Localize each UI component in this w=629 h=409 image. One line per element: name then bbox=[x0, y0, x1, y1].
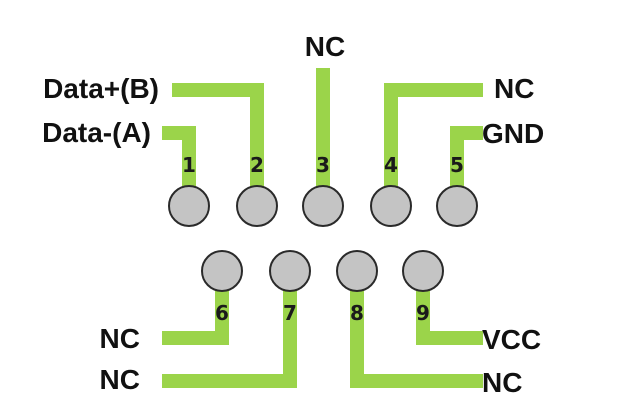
signal-label-pin-6: NC bbox=[100, 323, 140, 354]
pin-number-2: 2 bbox=[250, 153, 264, 177]
wire-pin-2 bbox=[172, 83, 264, 192]
pin-numbers: 1 2 3 4 5 6 7 8 9 bbox=[182, 153, 464, 325]
wire-pin-7 bbox=[162, 290, 297, 388]
pin-number-8: 8 bbox=[350, 301, 364, 325]
signal-label-pin-4: NC bbox=[494, 73, 534, 104]
pin-2 bbox=[236, 185, 278, 227]
pin-number-3: 3 bbox=[316, 153, 330, 177]
wire-pin-1 bbox=[162, 126, 196, 192]
pin-number-1: 1 bbox=[182, 153, 196, 177]
signal-label-pin-3: NC bbox=[305, 31, 345, 62]
pin-3 bbox=[302, 185, 344, 227]
signal-label-pin-5: GND bbox=[482, 118, 544, 149]
signal-label-pin-8: NC bbox=[482, 367, 522, 398]
signal-label-pin-9: VCC bbox=[482, 324, 541, 355]
signal-label-pin-2: Data+(B) bbox=[43, 73, 159, 104]
signal-label-pin-1: Data-(A) bbox=[42, 117, 151, 148]
pin-number-7: 7 bbox=[283, 301, 297, 325]
pin-8 bbox=[336, 250, 378, 292]
pin-7 bbox=[269, 250, 311, 292]
wires bbox=[162, 68, 483, 388]
pin-9 bbox=[402, 250, 444, 292]
pin-5 bbox=[436, 185, 478, 227]
pin-number-5: 5 bbox=[450, 153, 464, 177]
wire-pin-9 bbox=[416, 290, 483, 345]
pin-number-9: 9 bbox=[416, 301, 430, 325]
pin-4 bbox=[370, 185, 412, 227]
wire-pin-5 bbox=[450, 126, 483, 192]
pin-number-6: 6 bbox=[215, 301, 229, 325]
pin-number-4: 4 bbox=[384, 153, 398, 177]
wire-pin-6 bbox=[162, 290, 229, 345]
pin-1 bbox=[168, 185, 210, 227]
wire-pin-8 bbox=[350, 290, 483, 388]
signal-label-pin-7: NC bbox=[100, 364, 140, 395]
pins bbox=[168, 185, 478, 292]
signal-labels: Data-(A) Data+(B) NC NC GND NC NC NC VCC bbox=[42, 31, 544, 398]
pin-6 bbox=[201, 250, 243, 292]
wire-pin-4 bbox=[384, 83, 483, 192]
